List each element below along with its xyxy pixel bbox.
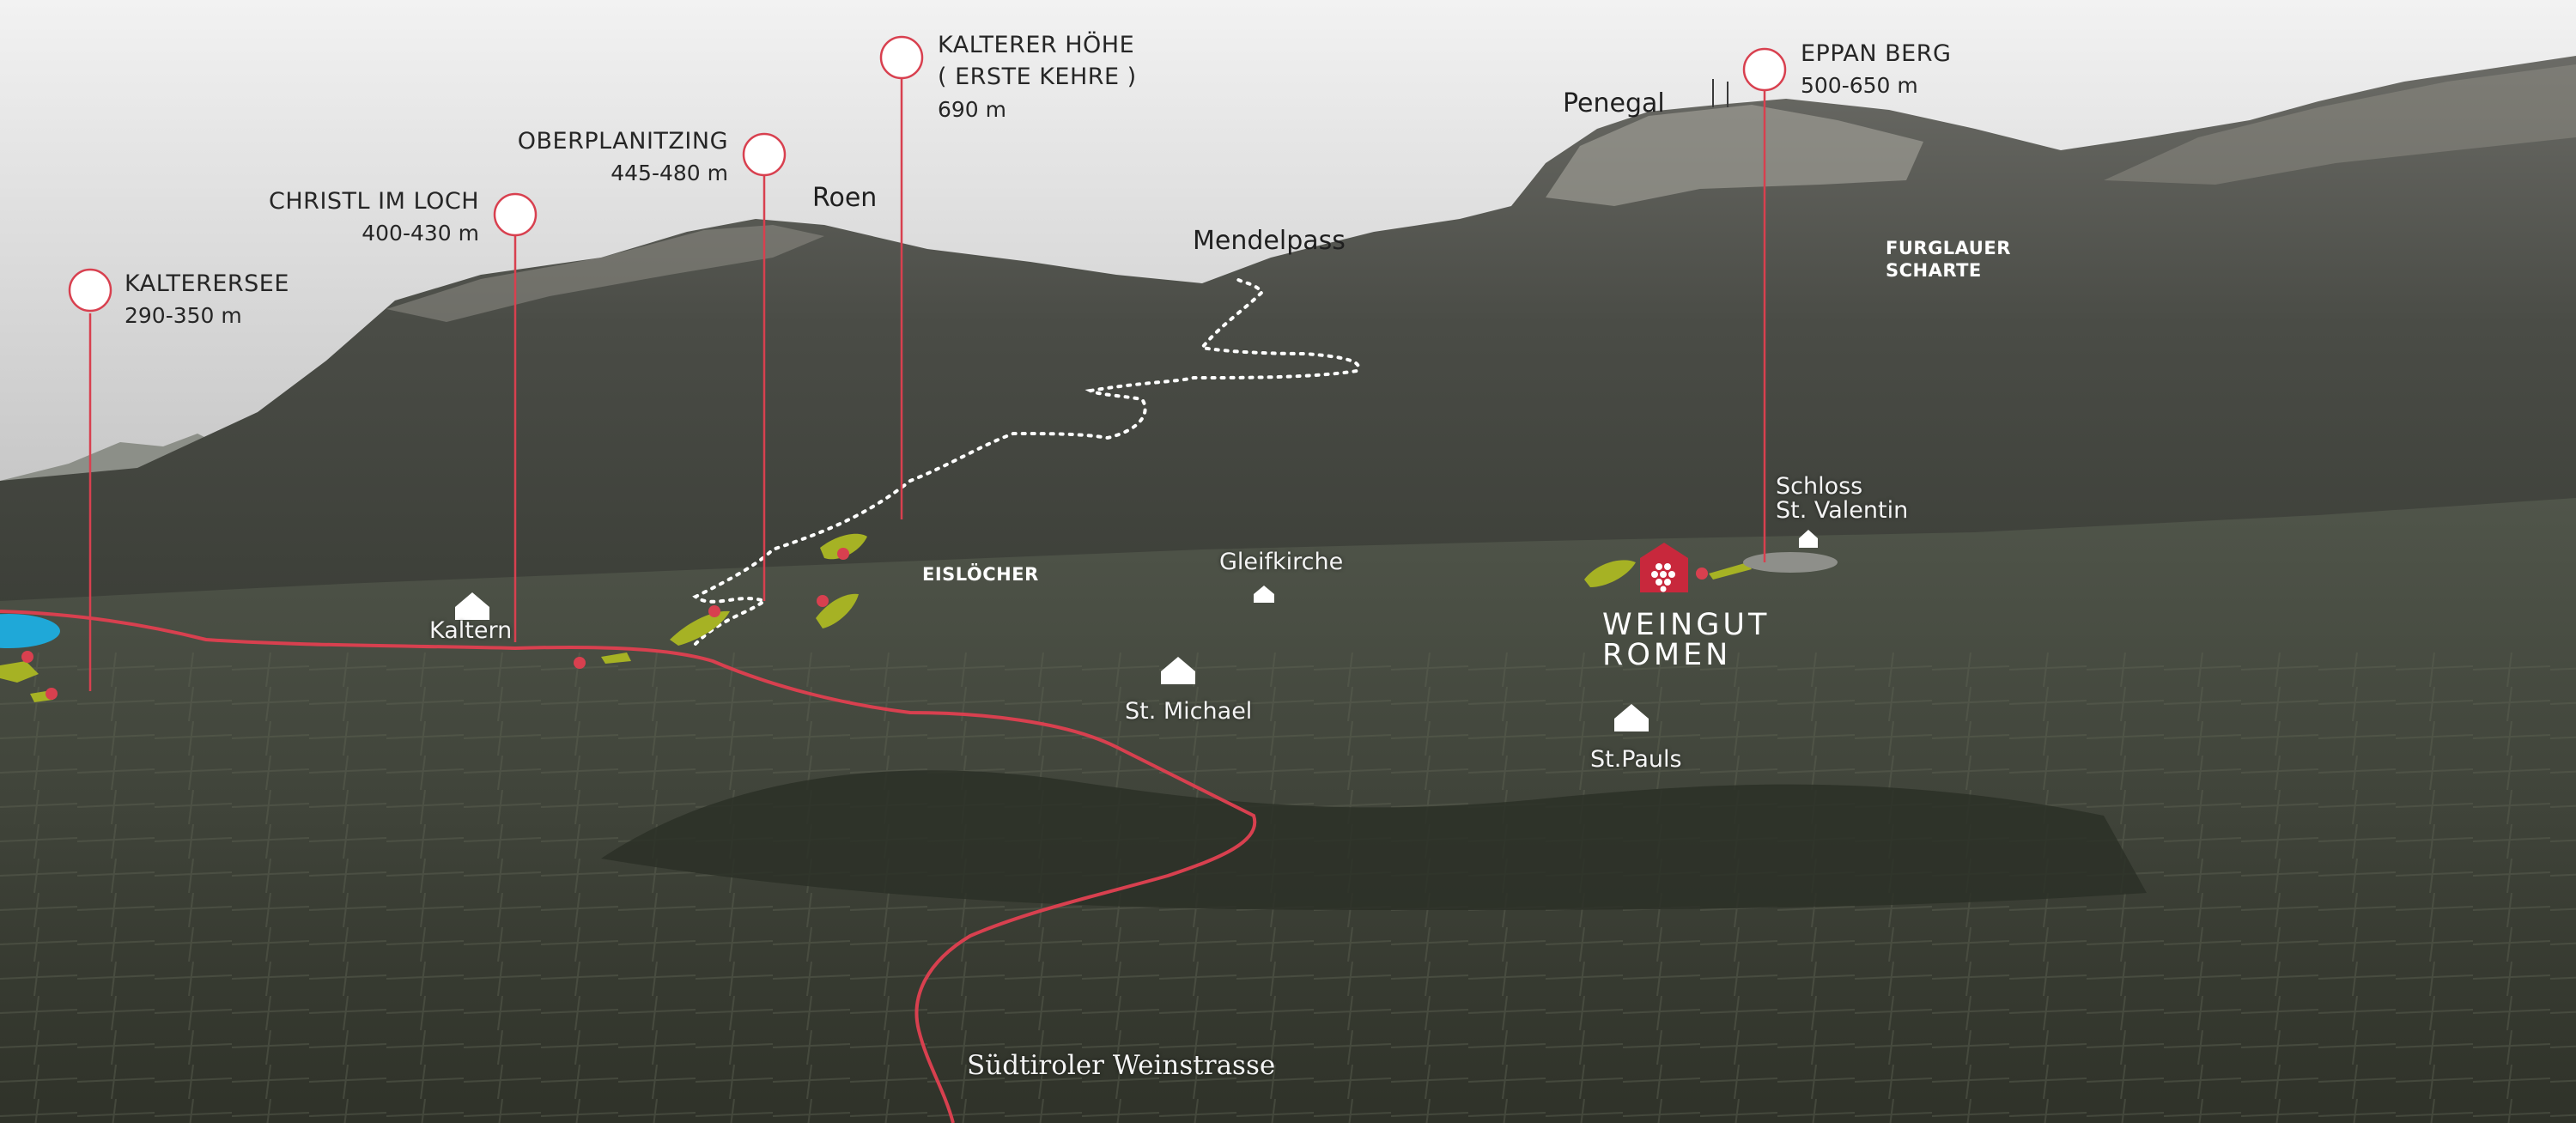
- vineyard-patch: [1584, 560, 1636, 587]
- pin-elevation-christl-im-loch: 400-430 m: [361, 221, 479, 246]
- vineyard-patch: [816, 593, 859, 628]
- road-label-weinstrasse: Südtiroler Weinstrasse: [967, 1050, 1276, 1081]
- place-label-kaltern: Kaltern: [429, 617, 513, 644]
- pin-christl-im-loch[interactable]: [493, 192, 538, 642]
- cliff-roen: [386, 225, 824, 322]
- area-label-eisloecher: EISLÖCHER: [922, 564, 1039, 585]
- cliff-east: [2104, 64, 2576, 185]
- house-icon-gleifkirche: [1254, 586, 1274, 603]
- house-icon-schloss: [1799, 530, 1818, 548]
- area-label-scharte: SCHARTE: [1886, 260, 1982, 281]
- cliff-penegal: [1546, 105, 1923, 206]
- vineyard-patch: [601, 653, 631, 664]
- house-icon-st-michael: [1161, 657, 1195, 684]
- place-label-schloss: Schloss: [1776, 473, 1863, 500]
- pin-kalterer-hoehe[interactable]: [879, 35, 924, 519]
- pin-elevation-eppan-berg: 500-650 m: [1801, 73, 1918, 98]
- schloss-grounds: [1743, 552, 1838, 573]
- place-label-st-pauls: St.Pauls: [1590, 746, 1682, 773]
- route-stop: [21, 651, 33, 663]
- vineyard-patch: [1709, 562, 1752, 580]
- vineyard-patch: [670, 610, 730, 646]
- mendelpass-road: [692, 277, 1360, 646]
- pin-label-kalterersee: KALTERERSEE: [125, 270, 289, 297]
- route-stop: [574, 657, 586, 669]
- place-label-gleifkirche: Gleifkirche: [1219, 549, 1344, 575]
- house-icon-kaltern: [455, 592, 489, 620]
- pin-elevation-oberplanitzing: 445-480 m: [611, 161, 728, 185]
- grape-icon[interactable]: [1640, 543, 1688, 592]
- pin-elevation-kalterer-hoehe: 690 m: [938, 97, 1007, 122]
- pin-eppan-berg[interactable]: [1742, 47, 1787, 562]
- place-label-st-valentin: St. Valentin: [1776, 497, 1909, 524]
- antenna-icon: [1712, 79, 1728, 107]
- peak-label-roen: Roen: [812, 183, 878, 213]
- forest-hill: [601, 770, 2147, 910]
- winery-label-weingut: WEINGUT: [1602, 608, 1771, 642]
- route-stop: [46, 688, 58, 700]
- peak-label-penegal: Penegal: [1563, 88, 1665, 118]
- vineyard-patch: [820, 533, 867, 560]
- pin-label-kalterer-hoehe: KALTERER HÖHE: [938, 32, 1135, 58]
- route-stop: [817, 595, 829, 607]
- peak-label-mendelpass: Mendelpass: [1193, 226, 1346, 256]
- pin-kalterersee[interactable]: [68, 268, 112, 691]
- place-label-st-michael: St. Michael: [1125, 698, 1253, 725]
- route-stop: [1696, 568, 1708, 580]
- route-stop: [708, 605, 720, 617]
- pin-oberplanitzing[interactable]: [742, 132, 787, 601]
- lake-kalterersee: [0, 614, 60, 648]
- pin-elevation-kalterersee: 290-350 m: [125, 303, 242, 328]
- route-stop: [837, 548, 849, 560]
- vineyard-patch: [0, 661, 39, 683]
- mountain-ridge: [0, 56, 2576, 653]
- area-label-furglauer: FURGLAUER: [1886, 238, 2011, 258]
- house-icon-st-pauls: [1614, 704, 1649, 731]
- winery-label-romen: ROMEN: [1602, 638, 1732, 672]
- weinstrasse-route: [0, 610, 1257, 1123]
- pin-label-christl-im-loch: CHRISTL IM LOCH: [269, 188, 479, 215]
- pin-label-eppan-berg: EPPAN BERG: [1801, 40, 1952, 67]
- pin-label-oberplanitzing: OBERPLANITZING: [517, 128, 728, 155]
- pin-subtitle-kalterer-hoehe: ( ERSTE KEHRE ): [938, 64, 1137, 90]
